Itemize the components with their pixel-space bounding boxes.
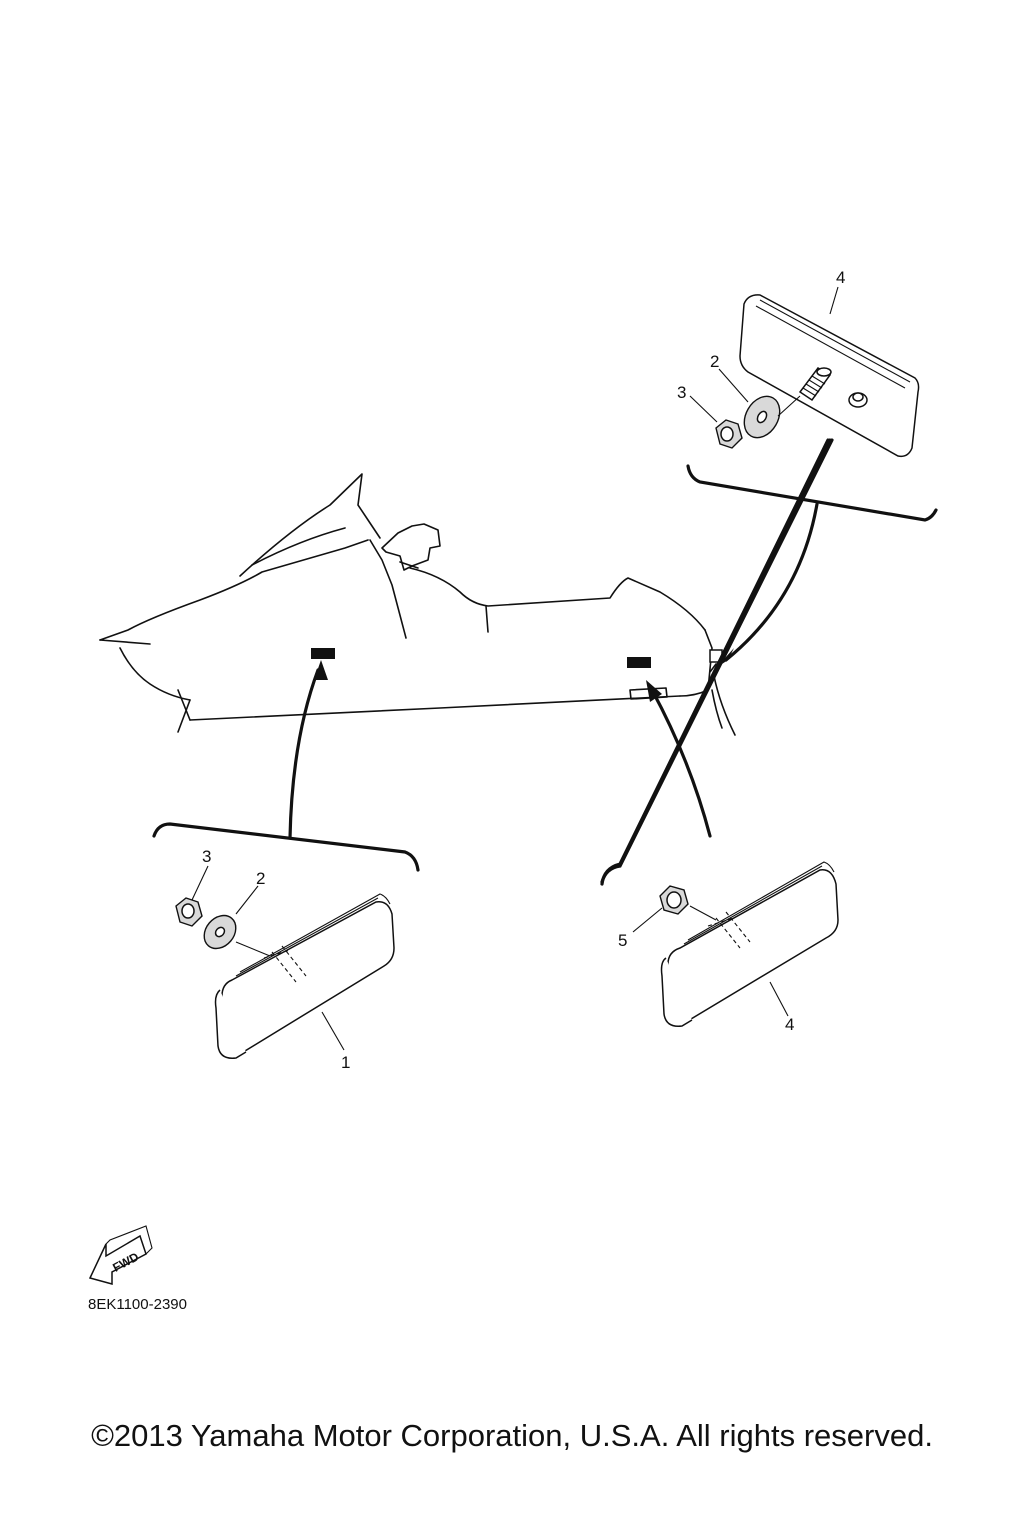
rear-callout-4: 4 [785, 1015, 794, 1034]
front-reflector-assembly [175, 865, 395, 1059]
front-callout-1: 1 [341, 1053, 350, 1072]
rear-group-arrow [650, 688, 712, 838]
top-reflector-assembly [689, 286, 920, 458]
rear-callout-5: 5 [618, 931, 627, 950]
front-group-arrow [288, 668, 320, 840]
top-callout-3: 3 [677, 383, 686, 402]
front-callout-2: 2 [256, 869, 265, 888]
top-group-bracket [686, 464, 938, 522]
copyright-notice: ©2013 Yamaha Motor Corporation, U.S.A. A… [91, 1418, 933, 1453]
snowmobile-outline [99, 473, 736, 736]
rear-reflector-assembly [632, 861, 839, 1027]
rear-group-bracket-line [600, 438, 830, 886]
diagram-code: 8EK1100-2390 [88, 1296, 187, 1313]
top-group-arrow [724, 502, 819, 662]
front-callout-3: 3 [202, 847, 211, 866]
front-group-bracket [152, 822, 420, 872]
rear-reflector-location-marker [627, 657, 651, 668]
fwd-arrow-icon: FWD [88, 1225, 153, 1285]
top-callout-2: 2 [710, 352, 719, 371]
front-reflector-location-marker [311, 648, 335, 659]
rear-group-arrowhead [646, 680, 662, 702]
front-group-arrowhead [314, 660, 328, 680]
top-callout-4: 4 [836, 268, 845, 287]
